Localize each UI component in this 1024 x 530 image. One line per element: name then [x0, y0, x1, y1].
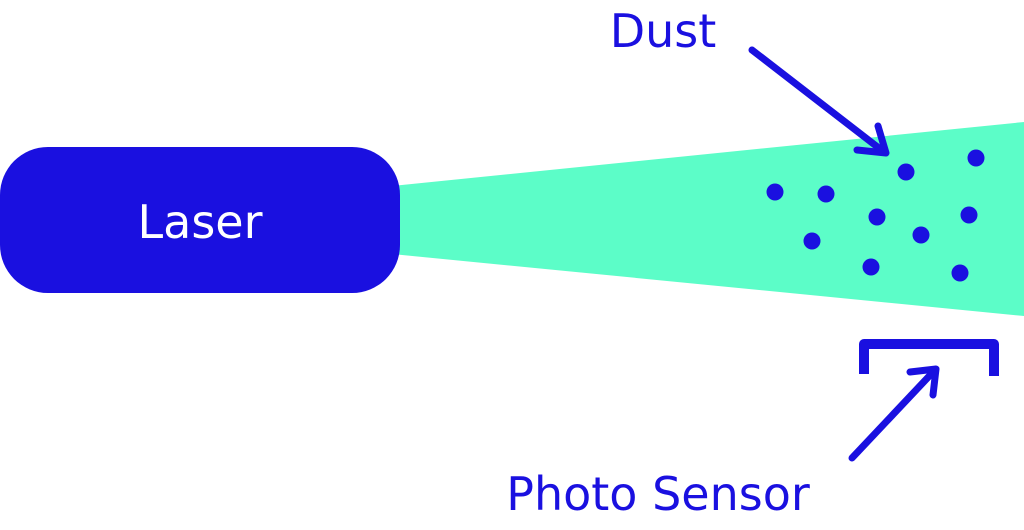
dust-particle [960, 206, 978, 224]
dust-arrow [748, 46, 890, 157]
dust-particles [766, 149, 985, 282]
photo-sensor-arrow [848, 365, 940, 462]
dust-particle [912, 226, 930, 244]
photo-sensor-bracket [859, 339, 999, 376]
dust-particle [897, 163, 915, 181]
dust-particle [817, 185, 835, 203]
light-beam [392, 122, 1024, 316]
photo-sensor-label: Photo Sensor [506, 467, 810, 521]
dust-label: Dust [610, 4, 717, 58]
dust-particle [951, 264, 969, 282]
dust-particle [967, 149, 985, 167]
laser-label: Laser [138, 195, 263, 249]
dust-particle [862, 258, 880, 276]
laser-box [0, 147, 400, 293]
dust-particle [868, 208, 886, 226]
dust-particle [766, 183, 784, 201]
dust-particle [803, 232, 821, 250]
